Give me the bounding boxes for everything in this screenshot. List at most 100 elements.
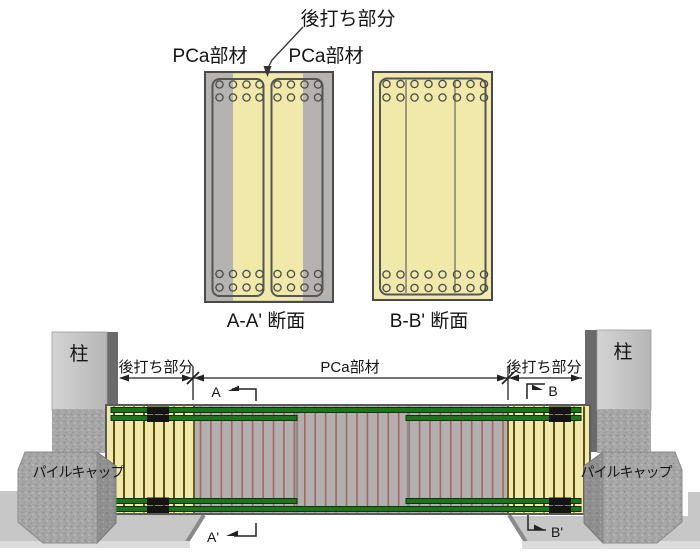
arrow-right-in: [509, 374, 519, 382]
pca-label-left: PCa部材: [173, 45, 248, 67]
rebar-circle: [479, 93, 489, 102]
arrow-left-out: [119, 374, 129, 382]
bottom-bar-cutoff-right: [405, 498, 582, 504]
foundation-beam: [105, 404, 591, 515]
aa-hoop-right: [270, 78, 324, 297]
rebar-circle: [215, 269, 224, 279]
column-left-base: [52, 409, 107, 453]
bottom-bar-continuous: [110, 506, 582, 512]
rebar-circle: [424, 283, 433, 293]
rebar-circle: [438, 283, 447, 293]
dimension-arrows: [119, 374, 581, 382]
rebar-circle: [313, 269, 323, 279]
bb-outer: [372, 71, 493, 301]
postcast-top-label: 後打ち部分: [300, 8, 395, 30]
mark-b-prime-label: B': [551, 524, 563, 540]
rebar-circle: [228, 283, 238, 292]
slab-toe-right: [522, 541, 700, 549]
rebar-circle: [255, 93, 264, 102]
coupler-top-left-1: [147, 406, 169, 414]
coupler-bottom-left-1: [147, 497, 169, 505]
rebar-circle: [396, 79, 405, 89]
rebar-circle: [313, 283, 323, 292]
column-left: [51, 331, 118, 454]
pilecap-left-front-face: [17, 451, 98, 544]
column-left-front-face: [51, 331, 108, 411]
bb-hoop: [379, 77, 487, 296]
rebar-circle: [438, 79, 447, 89]
rebar-circle: [242, 93, 251, 102]
coupler-top-right-2: [549, 414, 571, 422]
rebar-circle: [396, 283, 405, 293]
rebar-circle: [396, 93, 405, 102]
rebar-circle: [215, 283, 224, 292]
rebar-circle: [424, 93, 433, 102]
rebar-circle: [228, 269, 238, 279]
rebar-circle: [466, 283, 475, 293]
bb-dividers: [405, 80, 456, 293]
rebar-circle: [242, 269, 251, 279]
arrow-mid-right: [497, 374, 507, 382]
rebar-circle: [273, 269, 282, 279]
section-bb: [372, 71, 493, 301]
column-right-front-face: [596, 329, 652, 411]
rebar-circle: [452, 79, 462, 89]
pilecap-right-label: パイルキャップ: [581, 464, 673, 480]
rebar-circle: [242, 283, 251, 292]
pilecap-right: パイルキャップ: [581, 451, 683, 545]
rebar-circle: [382, 270, 391, 279]
postcast-leader-arrow-icon: [263, 66, 272, 77]
rebar-circle: [466, 93, 475, 102]
column-right-base: [597, 409, 651, 453]
rebar-circle: [466, 79, 475, 89]
slab-toe-left: [0, 541, 190, 548]
rebar-circle: [410, 93, 419, 102]
column-right: [585, 329, 652, 453]
rebar-circle: [424, 270, 433, 279]
coupler-top-left-2: [147, 414, 169, 422]
rebar-circle: [286, 283, 296, 292]
rebar-circle: [410, 283, 419, 293]
rebar-circle: [382, 79, 391, 89]
rebar-circle: [273, 93, 282, 102]
section-aa-label: A-A' 断面: [227, 310, 306, 332]
coupler-bottom-left-2: [147, 505, 169, 513]
mark-b-prime-flag: [534, 524, 545, 530]
rebar-circle: [286, 269, 296, 279]
rebar-circle: [438, 93, 447, 102]
rebar-circle: [313, 93, 323, 102]
rebar-circle: [273, 80, 282, 89]
mark-a-prime-label: A': [207, 529, 219, 545]
beam-postcast-left: [106, 405, 194, 514]
rebar-circle: [410, 79, 419, 89]
top-bar-cutoff-right: [405, 415, 582, 421]
pilecap-right-front-face: [602, 451, 683, 544]
mark-b-label: B: [548, 383, 557, 399]
rebar-circle: [286, 80, 296, 89]
column-left-label: 柱: [69, 343, 88, 365]
arrow-left-in: [182, 374, 192, 382]
rebar-circle: [255, 80, 264, 89]
rebar-circle: [255, 269, 264, 279]
arrow-right-out: [571, 374, 581, 382]
mark-a-line: [232, 388, 257, 401]
beam-postcast-right: [508, 405, 590, 514]
slab-edge-left: [185, 513, 206, 544]
top-bar-continuous: [110, 407, 582, 413]
rebar-circle: [452, 270, 462, 279]
aa-postcast-band: [233, 73, 303, 301]
dim-label-postcast-right: 後打ち部分: [506, 359, 581, 376]
bottom-bar-cutoff-left: [110, 498, 298, 504]
dim-slash-left: [186, 371, 200, 385]
rebar-circle: [242, 80, 251, 89]
rebar-circle: [424, 79, 433, 89]
dim-label-pca: PCa部材: [320, 359, 379, 376]
rebar-circle: [479, 270, 489, 279]
slab-edge-right: [507, 513, 528, 544]
section-aa: [204, 71, 334, 303]
pilecap-left-label: パイルキャップ: [33, 464, 125, 480]
aa-rebar-circles: [215, 80, 323, 292]
arrow-mid-left: [194, 374, 204, 382]
